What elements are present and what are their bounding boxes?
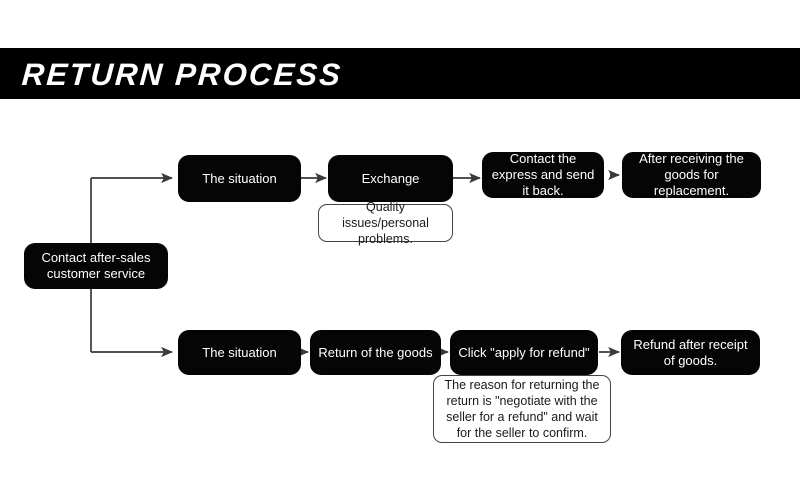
- node-return-goods[interactable]: Return of the goods: [310, 330, 441, 375]
- note-exchange-reason-text: Quality issues/personal problems.: [342, 200, 429, 246]
- node-exchange-situation[interactable]: The situation: [178, 155, 301, 202]
- page-title: RETURN PROCESS: [20, 57, 344, 92]
- node-refund-situation-label: The situation: [202, 344, 277, 360]
- note-exchange-reason: Quality issues/personal problems.: [318, 200, 453, 246]
- note-refund-reason-text: The reason for returning the return is "…: [444, 378, 600, 440]
- node-refund-after-receipt-label: Refund after receipt of goods.: [633, 336, 748, 368]
- node-exchange[interactable]: Exchange: [328, 155, 453, 202]
- node-start[interactable]: Contact after-sales customer service: [24, 243, 168, 289]
- node-exchange-label: Exchange: [361, 170, 420, 186]
- node-contact-express-label: Contact the express and send it back.: [491, 151, 595, 198]
- node-refund-after-receipt[interactable]: Refund after receipt of goods.: [621, 330, 760, 375]
- header-bar: [0, 48, 800, 99]
- node-apply-refund[interactable]: Click "apply for refund": [450, 330, 598, 375]
- node-refund-situation[interactable]: The situation: [178, 330, 301, 375]
- node-exchange-situation-label: The situation: [202, 170, 277, 186]
- node-start-label: Contact after-sales customer service: [41, 250, 151, 281]
- node-receive-replacement[interactable]: After receiving the goods for replacemen…: [622, 151, 761, 198]
- node-contact-express[interactable]: Contact the express and send it back.: [482, 151, 604, 198]
- node-return-goods-label: Return of the goods: [318, 344, 433, 360]
- node-receive-replacement-label: After receiving the goods for replacemen…: [639, 151, 744, 198]
- node-apply-refund-label: Click "apply for refund": [458, 344, 590, 360]
- note-refund-reason: The reason for returning the return is "…: [433, 375, 611, 443]
